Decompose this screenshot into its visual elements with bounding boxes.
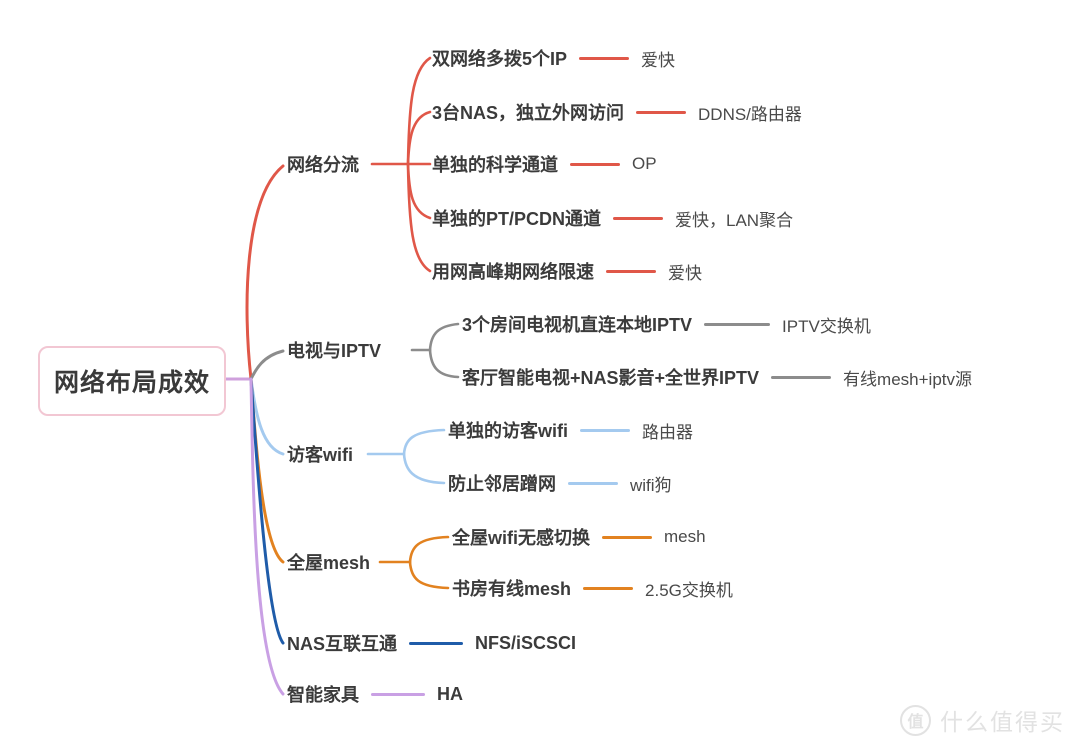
child-node-row: 用网高峰期网络限速 爱快	[432, 258, 702, 284]
child-node-row: 单独的科学通道 OP	[432, 151, 657, 177]
leaf-node-label: 爱快，LAN聚合	[675, 210, 794, 230]
child-node-label: 单独的科学通道	[432, 155, 558, 175]
child-node-row: 单独的访客wifi 路由器	[448, 417, 693, 443]
watermark-badge-icon: 值	[900, 704, 931, 736]
leaf-connector-line	[602, 535, 652, 539]
leaf-node-label: OP	[632, 154, 657, 173]
leaf-node-label: wifi狗	[630, 475, 672, 495]
branch-label-network-split: 网络分流	[287, 155, 359, 175]
leaf-connector-line	[579, 56, 630, 60]
trunk-line-mesh	[249, 377, 285, 564]
trunk-line-tv-iptv	[249, 349, 285, 381]
trunk-line-nas	[249, 377, 285, 645]
leaf-node-label: DDNS/路由器	[698, 104, 802, 124]
leaf-connector-line	[613, 216, 664, 220]
trunk-line-network-split	[245, 164, 285, 381]
trunk-line-smart-home	[249, 377, 285, 696]
leaf-node-label: 路由器	[642, 422, 693, 442]
leaf-connector-line	[409, 641, 464, 645]
branch-label-mesh: 全屋mesh	[287, 553, 371, 573]
child-node-row: 客厅智能电视+NAS影音+全世界IPTV 有线mesh+iptv源	[462, 364, 972, 390]
watermark-text: 什么值得买	[940, 709, 1065, 735]
branch-label-nas: NAS互联互通	[287, 634, 398, 654]
leaf-node-label: mesh	[664, 527, 706, 546]
fan-line	[402, 428, 446, 456]
child-node-label: 全屋wifi无感切换	[452, 528, 590, 548]
child-node-row: 单独的PT/PCDN通道 爱快，LAN聚合	[432, 205, 793, 231]
leaf-connector-line	[606, 269, 656, 273]
child-node-row: 防止邻居蹭网 wifi狗	[448, 470, 672, 496]
leaf-connector-line	[568, 481, 618, 485]
child-node-label: 用网高峰期网络限速	[432, 262, 594, 282]
fan-line	[428, 322, 460, 352]
fan-line	[406, 110, 432, 166]
child-node-label: 单独的访客wifi	[448, 421, 568, 441]
fan-line	[402, 452, 446, 485]
watermark: 值 什么值得买	[900, 703, 1065, 737]
child-node-label: 单独的PT/PCDN通道	[432, 209, 602, 229]
child-node-label: 双网络多拨5个IP	[432, 49, 568, 69]
leaf-node-label: 爱快	[641, 50, 676, 70]
root-node-label: 网络布局成效	[53, 369, 210, 397]
child-node-row: 双网络多拨5个IP 爱快	[432, 45, 675, 71]
trunk-line-guest-wifi	[249, 377, 285, 456]
leaf-connector-line	[371, 692, 425, 696]
child-node-label: 客厅智能电视+NAS影音+全世界IPTV	[462, 368, 760, 388]
child-node-label: 3个房间电视机直连本地IPTV	[462, 315, 693, 335]
leaf-connector-line	[636, 110, 687, 114]
child-node-row: 书房有线mesh 2.5G交换机	[452, 575, 733, 601]
child-node-label: 防止邻居蹭网	[448, 474, 556, 494]
leaf-connector-line	[771, 375, 832, 379]
fan-line	[428, 348, 460, 379]
leaf-connector-line	[704, 322, 771, 326]
leaf-connector-line	[570, 162, 620, 166]
branch-row-nas: NAS互联互通 NFS/iSCSCI	[287, 630, 576, 656]
branch-label-tv-iptv: 电视与IPTV	[287, 341, 382, 361]
branch-value-label: HA	[437, 683, 463, 704]
fan-line	[408, 535, 450, 564]
leaf-connector-line	[583, 586, 634, 590]
leaf-node-label: 2.5G交换机	[645, 580, 733, 600]
fan-line	[406, 56, 432, 166]
branch-value-label: NFS/iSCSCI	[475, 632, 577, 653]
child-node-row: 3台NAS，独立外网访问 DDNS/路由器	[432, 99, 802, 125]
branch-row-smart-home: 智能家具 HA	[287, 681, 463, 707]
fan-line	[406, 162, 432, 220]
branch-label-smart-home: 智能家具	[287, 685, 359, 705]
fan-line	[408, 560, 450, 590]
child-node-label: 3台NAS，独立外网访问	[432, 103, 625, 123]
leaf-node-label: 爱快	[668, 263, 702, 283]
leaf-node-label: IPTV交换机	[782, 316, 871, 336]
branch-label-guest-wifi: 访客wifi	[287, 445, 353, 465]
root-node: 网络布局成效	[38, 346, 226, 416]
leaf-node-label: 有线mesh+iptv源	[843, 369, 972, 389]
child-node-row: 全屋wifi无感切换 mesh	[452, 524, 706, 550]
child-node-row: 3个房间电视机直连本地IPTV IPTV交换机	[462, 311, 871, 337]
child-node-label: 书房有线mesh	[452, 579, 572, 599]
fan-line	[406, 162, 432, 273]
leaf-connector-line	[580, 428, 630, 432]
